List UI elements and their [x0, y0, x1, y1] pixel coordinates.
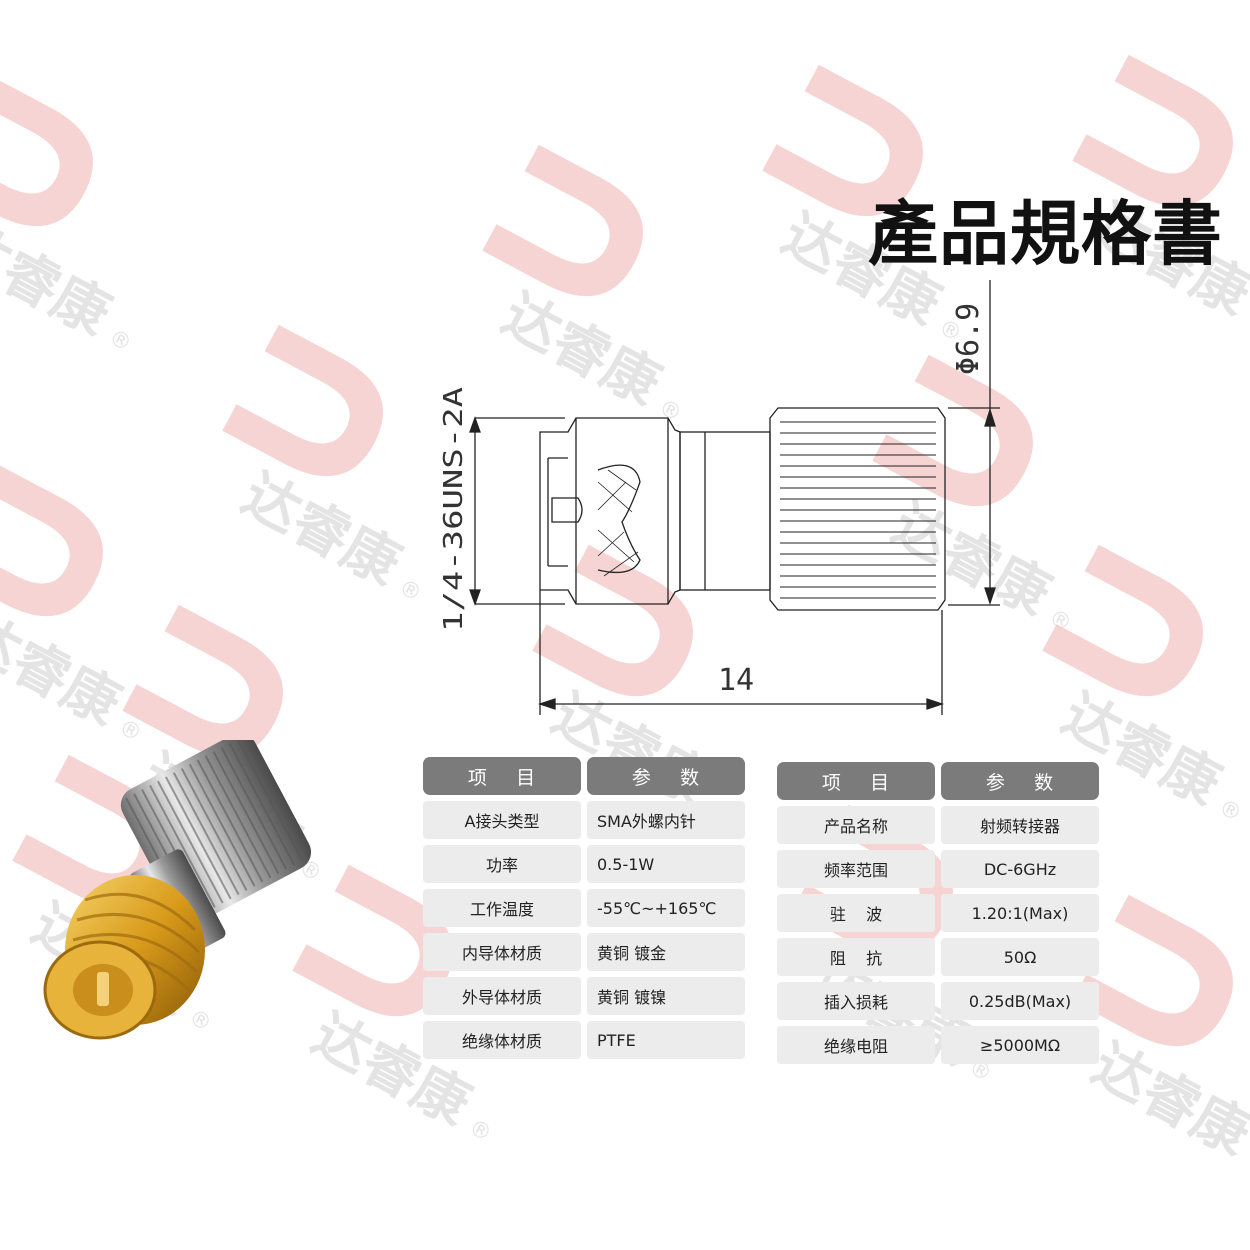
product-photo	[43, 740, 312, 1040]
row-value: 射频转接器	[941, 806, 1099, 844]
table-header-row: 项 目 参 数	[777, 762, 1099, 800]
header-value: 参 数	[941, 762, 1099, 800]
row-item: 功率	[423, 845, 581, 883]
table-row: 产品名称射频转接器	[777, 806, 1099, 844]
svg-text:®: ®	[104, 325, 135, 357]
row-item: 工作温度	[423, 889, 581, 927]
row-value: 50Ω	[941, 938, 1099, 976]
technical-drawing: 1/4-36UNS-2A Φ6.9 14	[439, 280, 1000, 715]
watermark-text: 达睿康	[1082, 1032, 1250, 1168]
watermark-text: 达睿康	[0, 602, 131, 738]
svg-text:®: ®	[1044, 605, 1075, 637]
row-value: -55℃~+165℃	[587, 889, 745, 927]
row-item: 外导体材质	[423, 977, 581, 1015]
row-value: SMA外螺内针	[587, 801, 745, 839]
table-header-row: 项 目 参 数	[423, 757, 745, 795]
row-value: 0.5-1W	[587, 845, 745, 883]
row-value: PTFE	[587, 1021, 745, 1059]
page-title: 產品規格書	[868, 192, 1223, 275]
connector-neck	[679, 431, 771, 591]
table-row: 工作温度-55℃~+165℃	[423, 889, 745, 927]
svg-text:®: ®	[1214, 795, 1245, 827]
watermark-text: 达睿康	[0, 212, 121, 348]
row-item: 驻 波	[777, 894, 935, 932]
row-item: 插入损耗	[777, 982, 935, 1020]
center-pin	[551, 497, 583, 523]
row-item: 产品名称	[777, 806, 935, 844]
row-value: 1.20:1(Max)	[941, 894, 1099, 932]
knurled-nut	[769, 407, 946, 611]
row-value: DC-6GHz	[941, 850, 1099, 888]
svg-text:®: ®	[1244, 1145, 1250, 1177]
row-value: 黄铜 镀镍	[587, 977, 745, 1015]
svg-text:®: ®	[464, 1115, 495, 1147]
diameter-dimension-label: Φ6.9	[951, 303, 986, 375]
row-item: A接头类型	[423, 801, 581, 839]
thread-dimension-label: 1/4-36UNS-2A	[439, 387, 469, 632]
table-row: 内导体材质黄铜 镀金	[423, 933, 745, 971]
watermark-logo: 达睿康®	[0, 464, 146, 747]
row-item: 绝缘体材质	[423, 1021, 581, 1059]
row-item: 频率范围	[777, 850, 935, 888]
watermark-logo: 达睿康®	[0, 74, 136, 357]
length-dimension-label: 14	[718, 663, 754, 698]
svg-text:®: ®	[1244, 305, 1250, 337]
table-row: 绝缘电阻≥5000MΩ	[777, 1026, 1099, 1064]
row-item: 内导体材质	[423, 933, 581, 971]
row-item: 阻 抗	[777, 938, 935, 976]
table-row: 外导体材质黄铜 镀镍	[423, 977, 745, 1015]
watermark-text: 达睿康	[232, 462, 411, 598]
connector-front-outline	[539, 417, 681, 605]
row-value: 黄铜 镀金	[587, 933, 745, 971]
header-item: 项 目	[777, 762, 935, 800]
row-value: ≥5000MΩ	[941, 1026, 1099, 1064]
header-item: 项 目	[423, 757, 581, 795]
row-item: 绝缘电阻	[777, 1026, 935, 1064]
header-value: 参 数	[587, 757, 745, 795]
row-value: 0.25dB(Max)	[941, 982, 1099, 1020]
